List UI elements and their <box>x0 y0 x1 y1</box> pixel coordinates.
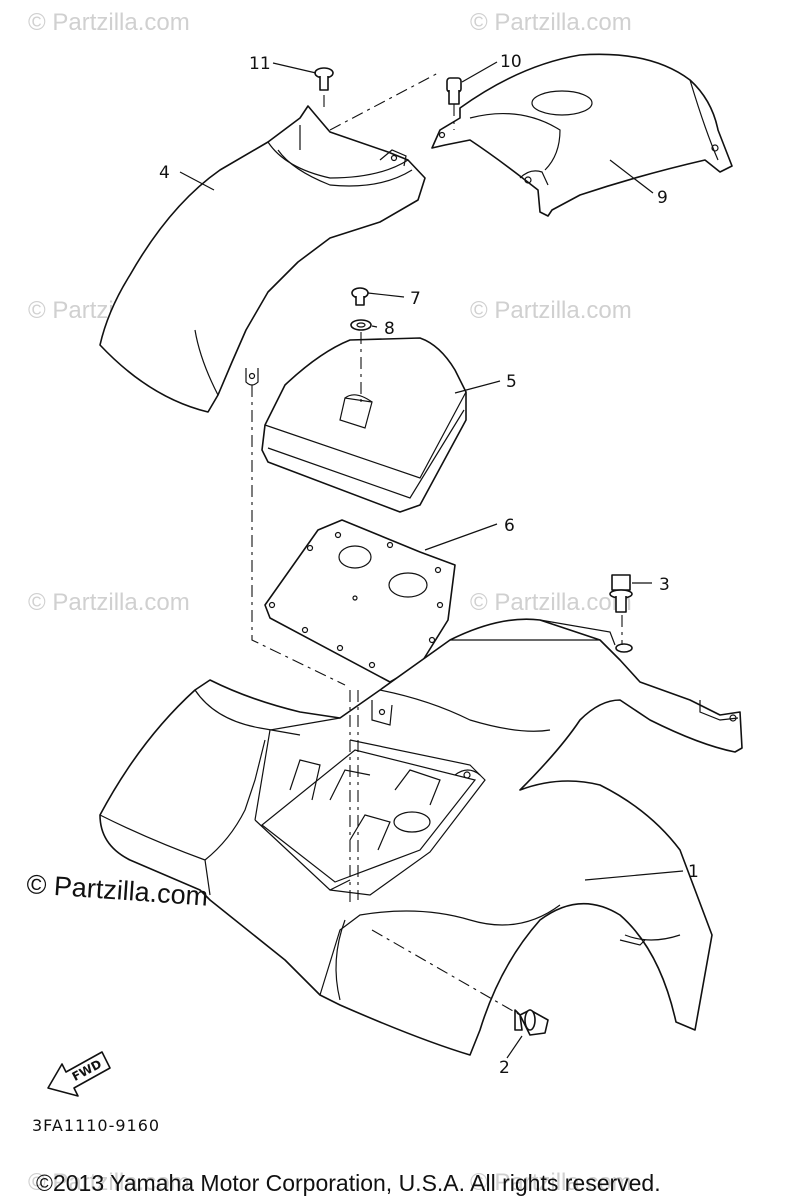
part-6-plate <box>264 519 456 683</box>
part-7-screw <box>351 287 369 306</box>
fasteners <box>314 67 633 1036</box>
watermark-lower-right: © Partzilla.com <box>470 589 632 616</box>
part-9-rear-guard <box>431 53 733 217</box>
watermark-footer-left: © Partzilla.com <box>28 1169 190 1196</box>
callout-1: 1 <box>688 862 699 882</box>
leader-lines <box>179 61 684 1059</box>
part-4-front-fender <box>99 105 426 413</box>
copyright-notice: ©2013 Yamaha Motor Corporation, U.S.A. A… <box>36 1170 661 1196</box>
diagram-code: 3FA1110-9160 <box>32 1116 160 1135</box>
watermark-top-left: © Partzilla.com <box>28 9 190 36</box>
watermark-footer-right: © Partzilla.com <box>470 1169 632 1196</box>
part-10-collar <box>446 77 462 105</box>
callout-6: 6 <box>504 516 515 536</box>
watermark-mid-right: © Partzilla.com <box>470 297 632 324</box>
callout-5: 5 <box>506 372 517 392</box>
callouts: 11 10 4 9 7 8 5 6 3 1 2 <box>159 52 699 1078</box>
callout-3: 3 <box>659 575 670 595</box>
part-3-bolt <box>609 574 633 653</box>
part-2-bolt <box>514 1009 549 1036</box>
callout-9: 9 <box>657 188 668 208</box>
part-1-rear-fender <box>99 618 743 1056</box>
callout-2: 2 <box>499 1058 510 1078</box>
callout-8: 8 <box>384 319 395 339</box>
part-5-cover <box>261 337 467 513</box>
watermark-lower-left: © Partzilla.com <box>28 589 190 616</box>
watermarks: © Partzilla.com © Partzilla.com © Partzi… <box>28 9 632 1196</box>
callout-7: 7 <box>410 289 421 309</box>
part-8-washer <box>350 319 372 331</box>
part-11-screw <box>314 67 334 91</box>
callout-11: 11 <box>249 54 271 74</box>
watermark-top-right: © Partzilla.com <box>470 9 632 36</box>
assembly-lines <box>251 71 623 1016</box>
callout-10: 10 <box>500 52 522 72</box>
fwd-arrow-icon: FWD <box>47 1051 111 1097</box>
callout-4: 4 <box>159 163 170 183</box>
